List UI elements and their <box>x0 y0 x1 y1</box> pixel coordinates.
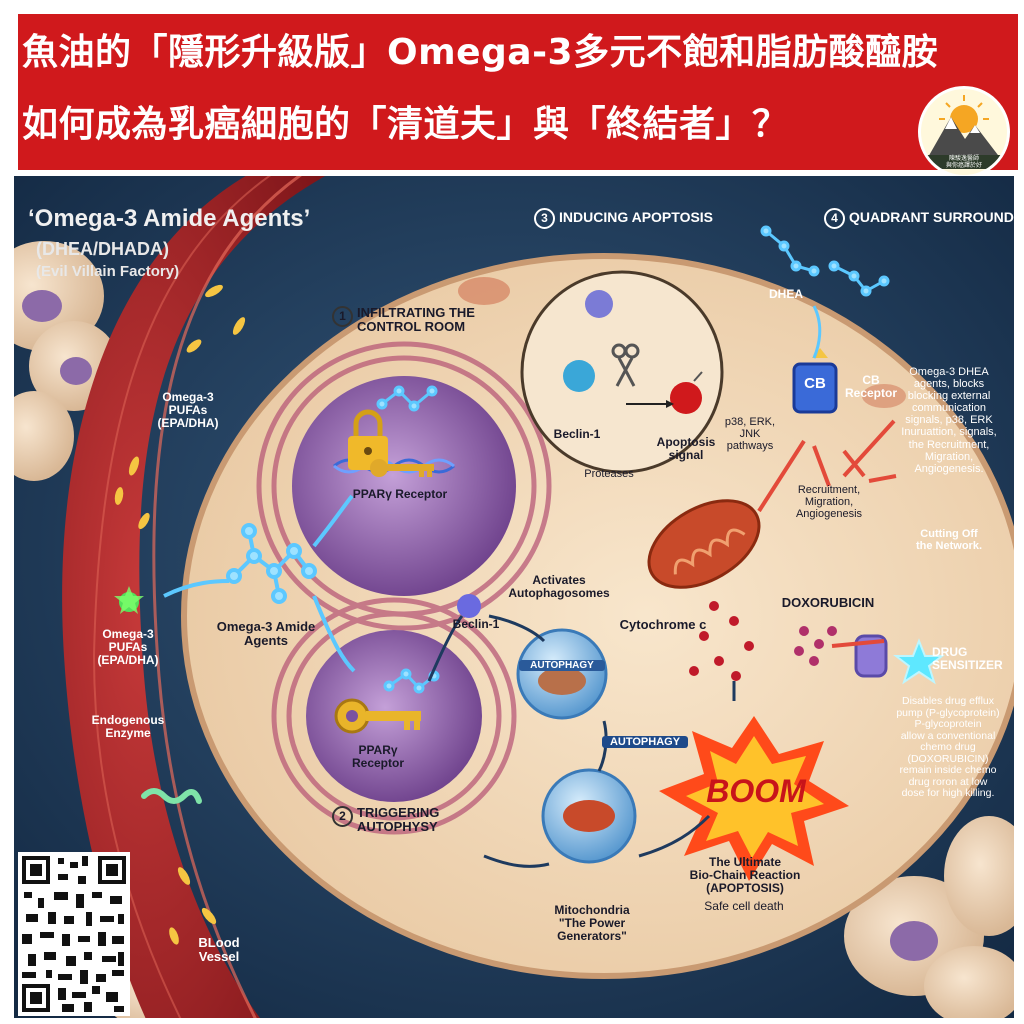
title-banner <box>18 14 1018 170</box>
blood-vessel-label: BLood Vessel <box>198 935 240 965</box>
factory-subtitle-2: (Evil Villain Factory) <box>36 263 180 280</box>
ppar-receptor-label-bottom: PPARγ Receptor <box>351 743 404 771</box>
autophagy-tag-1: AUTOPHAGY <box>519 660 605 671</box>
step-2-text: TRIGGERING AUTOPHYSY <box>357 805 440 835</box>
recruitment-label: Recruitment, Migration, Angiogenesis <box>795 484 863 521</box>
mountain-icon <box>927 95 1001 159</box>
dhea-blocks-text: Omega-3 DHEA agents, blocks blocking ext… <box>901 366 997 475</box>
drug-sensitizer-label: DRUG SENSITIZER <box>932 645 1003 673</box>
dhea-label: DHEA <box>768 287 803 301</box>
ultimate-reaction-label: The Ultimate Bio-Chain Reaction (APOPTOS… <box>689 855 801 896</box>
pathways-label: p38, ERK, JNK pathways <box>724 416 776 453</box>
blood-vessel <box>62 176 326 1018</box>
amide-agents-label: Omega-3 Amide Agents <box>216 619 316 649</box>
logo-text: 陳駿逸醫師 與你癌譯於好 <box>921 155 1007 169</box>
step-1-text: INFILTRATING THE CONTROL ROOM <box>357 305 475 335</box>
beclin-inset-label: Beclin-1 <box>553 427 601 441</box>
mitochondrion <box>458 277 906 589</box>
autophagy-tag-2: AUTOPHAGY <box>602 736 688 749</box>
title-line-1: 魚油的「隱形升級版」Omega-3多元不飽和脂肪酸醯胺 <box>22 32 939 73</box>
boom-explosion <box>659 716 849 881</box>
drug-sensitizer-desc: Disables drug efflux pump (P-glycoprotei… <box>896 695 1000 800</box>
title-line-2: 如何成為乳癌細胞的「清道夫」與「終結者」？ <box>22 104 789 145</box>
cutting-off-text: Cutting Off the Network. <box>915 528 982 553</box>
step-3-text: INDUCING APOPTOSIS <box>559 209 714 226</box>
cb-receptor <box>792 348 838 414</box>
apoptosis-inset <box>520 270 724 474</box>
background-cells <box>14 241 1014 1018</box>
mitochondria-label: Mitochondria "The Power Generators" <box>554 903 630 944</box>
key-icon <box>370 459 434 477</box>
pufa-label-top: Omega-3 PUFAs (EPA/DHA) <box>157 390 219 431</box>
qr-code[interactable] <box>18 852 130 1016</box>
drug-sensitizer-icon <box>893 638 945 685</box>
doctor-logo: 陳駿逸醫師 與你癌譯於好 <box>918 86 1010 178</box>
apoptosis-signal-label: Apoptosis signal <box>656 435 716 463</box>
key-icon <box>334 698 421 734</box>
factory-subtitle: (DHEA/DHADA) <box>36 239 169 259</box>
illustration-art <box>14 176 1014 1018</box>
safe-cell-death-label: Safe cell death <box>704 899 784 913</box>
step-number: 3 <box>534 208 555 229</box>
illustration: ‘Omega-3 Amide Agents’ (DHEA/DHADA) (Evi… <box>14 176 1014 1018</box>
molecule-icon <box>376 225 890 694</box>
doxorubicin-label: DOXORUBICIN <box>781 595 875 610</box>
qr-code-icon <box>18 852 130 1016</box>
ppar-receptor-label-top: PPARγ Receptor <box>352 487 448 501</box>
molecule-icon <box>226 523 317 604</box>
nucleus-top <box>292 376 516 596</box>
factory-title: ‘Omega-3 Amide Agents’ <box>28 205 311 232</box>
cb-receptor-label: CB Receptor <box>844 373 897 401</box>
boom-text: BOOM <box>706 773 806 809</box>
beclin-label: Beclin-1 <box>452 617 500 631</box>
proteases-label: Proteases <box>584 468 634 480</box>
pufa-label: Omega-3 PUFAs (EPA/DHA) <box>97 627 159 668</box>
cb-box-label: CB <box>804 375 826 392</box>
cytochrome-label: Cytochrome c <box>619 617 707 632</box>
step-number: 4 <box>824 208 845 229</box>
endogenous-enzyme-label: Endogenous Enzyme <box>91 713 165 741</box>
step-number: 1 <box>332 306 353 327</box>
activates-autophagosomes-label: Activates Autophagosomes <box>508 573 610 601</box>
step-number: 2 <box>332 806 353 827</box>
step-4-text: QUADRANT SURROUND <box>849 209 1014 226</box>
